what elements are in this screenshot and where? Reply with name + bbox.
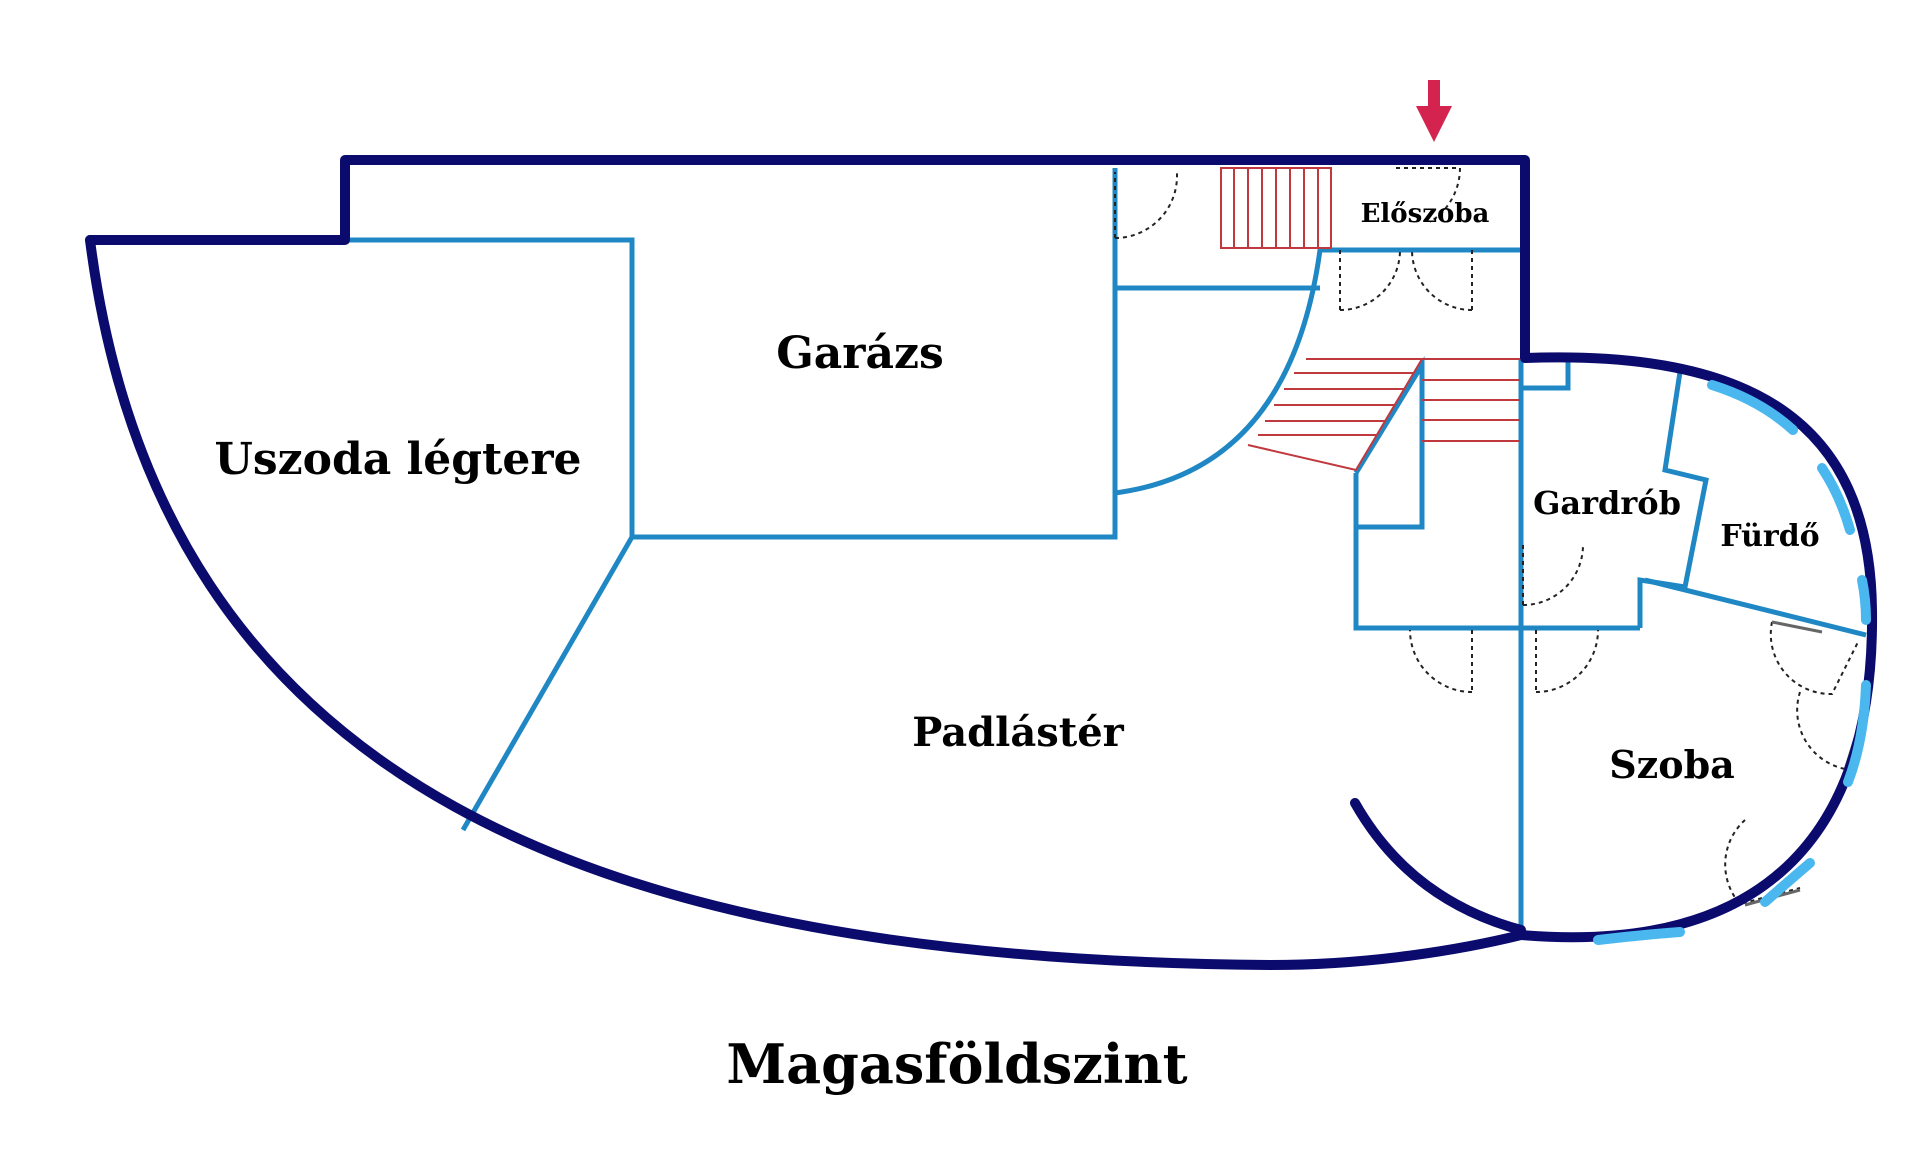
stairs-upper-treads xyxy=(1233,168,1319,248)
room-label-furdo: Fürdő xyxy=(1720,519,1819,554)
door-padlaster xyxy=(1535,629,1599,693)
outer-walls xyxy=(85,155,1878,970)
inner-walls xyxy=(345,168,1867,930)
wall-uszoda-garazs xyxy=(345,237,635,832)
room-label-eloszoba: Előszoba xyxy=(1361,199,1490,229)
stairs-lower-outline xyxy=(1247,358,1520,472)
window-3 xyxy=(1857,575,1871,625)
door-furdo-1 xyxy=(1769,621,1859,696)
wall-gardrob-furdo xyxy=(1637,371,1709,628)
door-garage xyxy=(1114,172,1178,239)
door-furdo-2 xyxy=(1796,691,1869,772)
stairs-lower-treads xyxy=(1258,372,1520,436)
floor-title: Magasföldszint xyxy=(726,1032,1187,1096)
door-hall-left xyxy=(1339,249,1401,311)
door-swings xyxy=(1114,167,1869,906)
window-5 xyxy=(1760,858,1815,907)
wall-stair-inner xyxy=(1353,356,1425,530)
room-label-padlaster: Padlástér xyxy=(912,709,1124,756)
entrance-arrow-icon xyxy=(1416,80,1452,142)
window-4 xyxy=(1843,680,1871,787)
stairs xyxy=(1220,167,1520,472)
wall-furdo-szoba xyxy=(1644,577,1867,638)
window-6 xyxy=(1593,927,1685,945)
room-label-garazs: Garázs xyxy=(776,328,944,379)
door-stair-core xyxy=(1409,629,1473,693)
door-hall-right xyxy=(1411,249,1473,311)
window-1 xyxy=(1707,380,1798,435)
door-entrance xyxy=(1396,167,1461,223)
room-label-szoba: Szoba xyxy=(1609,742,1735,787)
outer-wall-southwest-curve xyxy=(85,235,1526,970)
wall-garazs xyxy=(632,168,1118,540)
wall-curved-hall xyxy=(1114,247,1520,496)
outer-wall-top xyxy=(85,155,1530,363)
door-gardrob xyxy=(1522,544,1584,606)
room-label-uszoda: Uszoda légtere xyxy=(214,434,581,485)
wall-gardrob-top xyxy=(1521,362,1571,391)
door-leaf-furdo-1 xyxy=(1771,620,1823,634)
outer-wall-east-lobe xyxy=(1516,352,1878,943)
window-2 xyxy=(1817,463,1855,535)
windows xyxy=(1593,380,1871,945)
door-szoba xyxy=(1724,819,1801,906)
outer-wall-inner-arc xyxy=(1350,798,1526,935)
room-label-gardrob: Gardrób xyxy=(1533,484,1681,522)
